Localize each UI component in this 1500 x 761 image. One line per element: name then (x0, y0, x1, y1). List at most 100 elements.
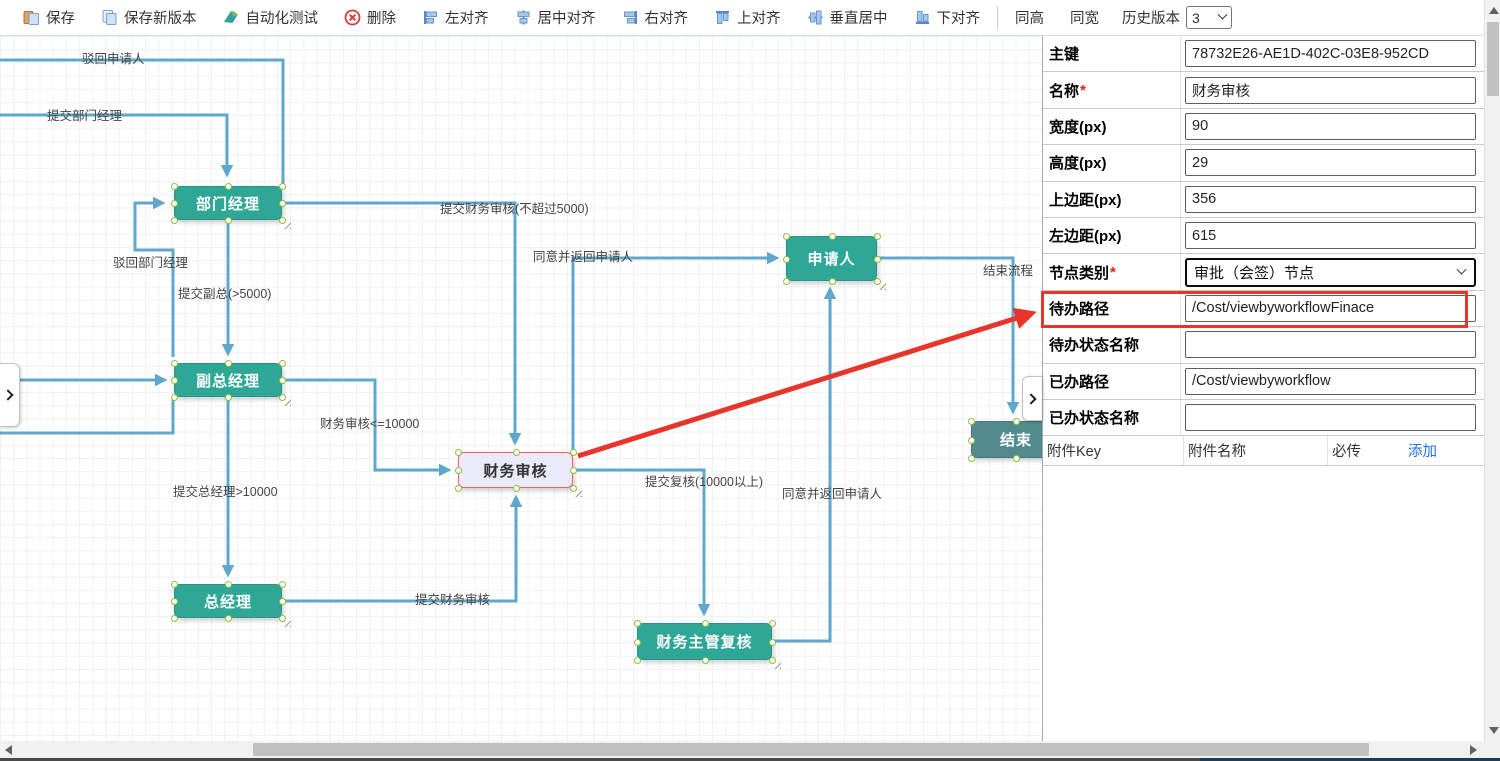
scroll-up-icon[interactable] (1489, 7, 1499, 14)
done-path-input[interactable] (1185, 367, 1476, 395)
edge-reject-dept-manager[interactable] (133, 196, 175, 357)
attachment-add-link[interactable]: 添加 (1408, 444, 1437, 461)
node-applicant[interactable]: 申请人 (783, 233, 886, 290)
scroll-left-icon[interactable] (5, 745, 12, 755)
selection-handle[interactable] (279, 183, 286, 190)
edge-vice-gm-to-finance[interactable] (283, 378, 452, 477)
edge-label[interactable]: 驳回部门经理 (113, 256, 189, 270)
node-category-select[interactable]: 审批（会签）节点 (1185, 257, 1476, 287)
vertical-scrollbar[interactable] (1484, 0, 1500, 741)
selection-handle[interactable] (828, 233, 836, 240)
edge-finance-to-supervisor[interactable] (575, 468, 711, 617)
edge-submit-dept-manager[interactable] (0, 113, 234, 178)
selection-handle[interactable] (171, 183, 178, 190)
edge-finance-return-applicant[interactable] (571, 251, 780, 450)
selection-handle[interactable] (783, 233, 790, 240)
selection-handle[interactable] (171, 377, 178, 384)
selection-handle[interactable] (225, 217, 232, 224)
selection-handle[interactable] (279, 360, 286, 367)
selection-handle[interactable] (171, 217, 178, 224)
selection-handle[interactable] (512, 485, 520, 492)
edge-gm-to-finance[interactable] (283, 494, 523, 603)
edge-label[interactable]: 财务审核<=10000 (320, 417, 420, 431)
align-center-button[interactable]: 居中对齐 (502, 0, 609, 35)
selection-handle[interactable] (225, 581, 232, 588)
edge-vice-gm-out-left[interactable] (0, 397, 175, 435)
scroll-right-icon[interactable] (1470, 745, 1477, 755)
selection-handle[interactable] (171, 394, 178, 401)
width-input[interactable] (1185, 112, 1476, 140)
selection-handle[interactable] (1013, 455, 1020, 462)
resize-handle-icon[interactable] (282, 397, 291, 406)
selection-handle[interactable] (455, 485, 462, 492)
horizontal-scrollbar[interactable] (0, 741, 1484, 758)
selection-handle[interactable] (769, 620, 776, 627)
selection-handle[interactable] (455, 467, 462, 474)
node-gm[interactable]: 总经理 (171, 581, 291, 627)
edge-label[interactable]: 结束流程 (983, 264, 1034, 278)
edge-supervisor-return-applicant[interactable] (774, 286, 837, 643)
selection-handle[interactable] (968, 418, 975, 425)
edge-label[interactable]: 同意并返回申请人 (533, 250, 634, 264)
resize-handle-icon[interactable] (772, 660, 781, 669)
selection-handle[interactable] (874, 255, 881, 263)
selection-handle[interactable] (279, 394, 286, 401)
edge-label[interactable]: 提交部门经理 (47, 109, 123, 123)
selection-handle[interactable] (171, 581, 178, 588)
selection-handle[interactable] (512, 449, 520, 456)
edge-label[interactable]: 提交复核(10000以上) (645, 475, 764, 489)
resize-handle-icon[interactable] (282, 220, 291, 229)
same-height-button[interactable]: 同高 (1002, 0, 1057, 35)
selection-handle[interactable] (171, 598, 178, 605)
selection-handle[interactable] (968, 455, 975, 462)
node-finance-review[interactable]: 财务审核 (455, 449, 582, 497)
todo-path-input[interactable] (1185, 294, 1476, 322)
selection-handle[interactable] (225, 615, 232, 622)
todo-status-name-input[interactable] (1185, 331, 1476, 359)
selection-handle[interactable] (279, 581, 286, 588)
edge-label[interactable]: 提交副总(>5000) (178, 287, 272, 301)
same-width-button[interactable]: 同宽 (1057, 0, 1112, 35)
align-top-button[interactable]: 上对齐 (701, 0, 794, 35)
edge-label[interactable]: 提交财务审核 (415, 593, 491, 607)
margin-top-input[interactable] (1185, 185, 1476, 213)
delete-button[interactable]: 删除 (331, 0, 409, 35)
save-button[interactable]: 保存 (10, 0, 88, 35)
edge-dept-to-finance[interactable] (283, 201, 522, 446)
horizontal-scroll-thumb[interactable] (253, 743, 1369, 756)
selection-handle[interactable] (783, 278, 790, 285)
history-version-select[interactable]: 3 (1186, 6, 1232, 29)
left-panel-toggle[interactable] (0, 363, 20, 427)
selection-handle[interactable] (279, 200, 286, 207)
selection-handle[interactable] (171, 200, 178, 207)
vertical-center-button[interactable]: 垂直居中 (794, 0, 901, 35)
selection-handle[interactable] (225, 183, 232, 190)
edge-label[interactable]: 同意并返回申请人 (782, 487, 883, 501)
save-new-version-button[interactable]: 保存新版本 (88, 0, 210, 35)
edge-applicant-to-end[interactable] (879, 256, 1020, 415)
selection-handle[interactable] (225, 360, 232, 367)
selection-handle[interactable] (634, 620, 641, 627)
selection-handle[interactable] (225, 394, 232, 401)
name-input[interactable] (1185, 76, 1476, 104)
selection-handle[interactable] (171, 360, 178, 367)
selection-handle[interactable] (279, 377, 286, 384)
selection-handle[interactable] (634, 638, 641, 646)
selection-handle[interactable] (279, 615, 286, 622)
resize-handle-icon[interactable] (573, 488, 582, 497)
workflow-canvas[interactable]: 部门经理副总经理总经理财务审核申请人财务主管复核结束 驳回申请人提交部门经理驳回… (0, 36, 1042, 741)
right-panel-toggle[interactable] (1022, 376, 1042, 421)
height-input[interactable] (1185, 149, 1476, 177)
selection-handle[interactable] (828, 278, 836, 285)
edge-reject-applicant[interactable] (0, 58, 285, 186)
margin-left-input[interactable] (1185, 222, 1476, 250)
selection-handle[interactable] (570, 485, 577, 492)
selection-handle[interactable] (701, 657, 709, 664)
selection-handle[interactable] (634, 657, 641, 664)
align-right-button[interactable]: 右对齐 (609, 0, 702, 35)
edge-label[interactable]: 驳回申请人 (82, 52, 145, 66)
edge-label[interactable]: 提交财务审核(不超过5000) (440, 202, 589, 216)
align-bottom-button[interactable]: 下对齐 (901, 0, 994, 35)
align-left-button[interactable]: 左对齐 (409, 0, 502, 35)
done-status-name-input[interactable] (1185, 404, 1476, 432)
